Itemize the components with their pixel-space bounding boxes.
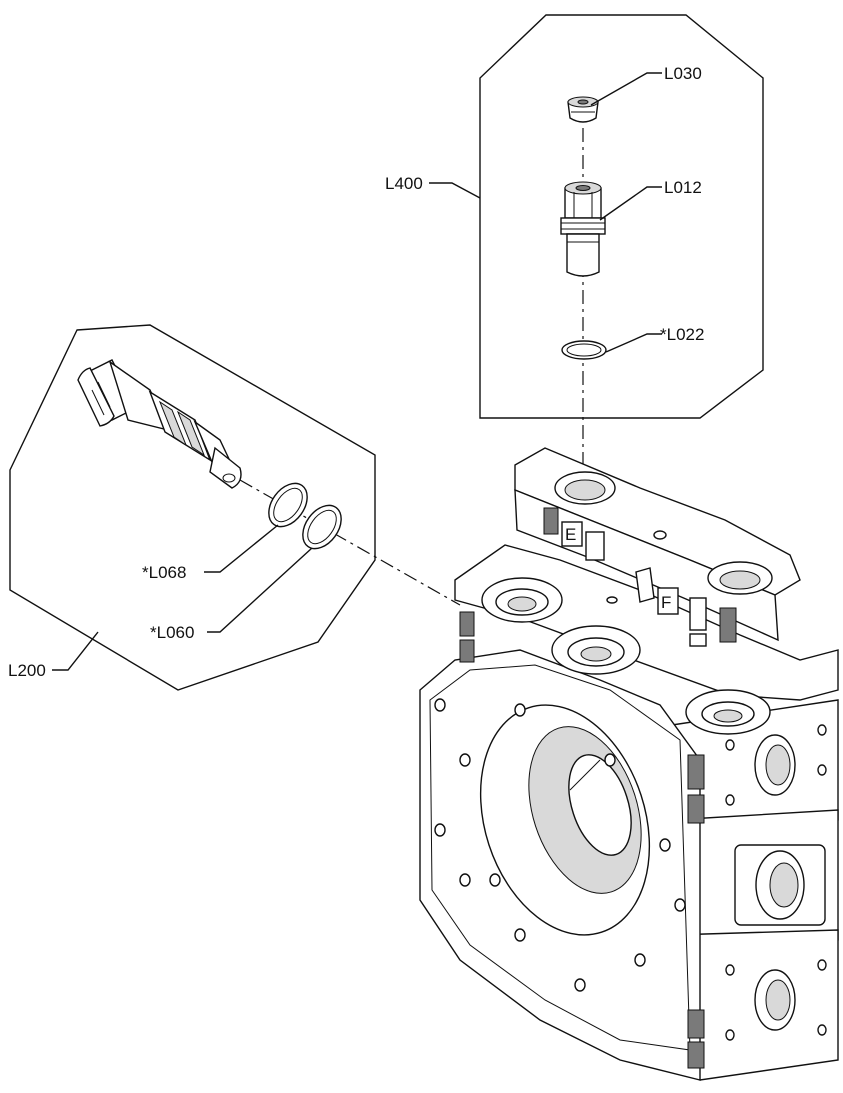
arrow-marking <box>635 567 655 603</box>
label-l022: *L022 <box>660 325 704 344</box>
deck-port-center <box>551 625 641 675</box>
l060-leader <box>207 547 313 633</box>
l022-leader <box>605 333 662 353</box>
kit-l400-group: L030 L012 *L022 L400 <box>385 14 764 472</box>
label-l060: *L060 <box>150 623 194 642</box>
label-l012: L012 <box>664 178 702 197</box>
top-port-rear <box>707 561 773 595</box>
ridge-markings: E F <box>543 507 737 647</box>
side-port-middle-inner <box>769 862 799 908</box>
marking-e: E <box>565 525 576 544</box>
l012-leader <box>599 186 662 221</box>
l068-leader <box>204 524 279 573</box>
deck-small-hole <box>606 596 618 604</box>
oring-l060 <box>302 504 342 550</box>
deck-port-right <box>685 689 771 735</box>
side-port-lower-inner <box>765 979 791 1021</box>
kit-l400-boundary <box>479 14 764 419</box>
kit-l200-group: *L068 *L060 L200 <box>8 324 461 691</box>
side-markings <box>459 611 705 1069</box>
label-l200: L200 <box>8 661 46 680</box>
top-port-l400 <box>554 471 616 505</box>
pump-housing: E F <box>419 447 839 1081</box>
deck-port-left <box>481 577 563 623</box>
oring-l068 <box>268 482 308 528</box>
label-l400: L400 <box>385 174 423 193</box>
l200-assembly-axis <box>239 479 461 606</box>
label-l068: *L068 <box>142 563 186 582</box>
l200-leader <box>52 631 99 671</box>
label-l030: L030 <box>664 64 702 83</box>
cartridge-valve <box>77 359 242 489</box>
side-port-upper-inner <box>765 744 791 786</box>
marking-f: F <box>661 593 671 612</box>
valve-l012 <box>560 181 606 277</box>
side-bolt-holes <box>725 724 827 1041</box>
flange-bolt-holes <box>434 698 686 992</box>
l400-leader <box>429 182 481 199</box>
oring-l022 <box>561 340 607 360</box>
kit-l200-boundary <box>9 324 376 691</box>
plug-l030 <box>567 96 599 123</box>
l030-leader <box>590 72 662 106</box>
ridge-small-hole <box>653 530 667 540</box>
